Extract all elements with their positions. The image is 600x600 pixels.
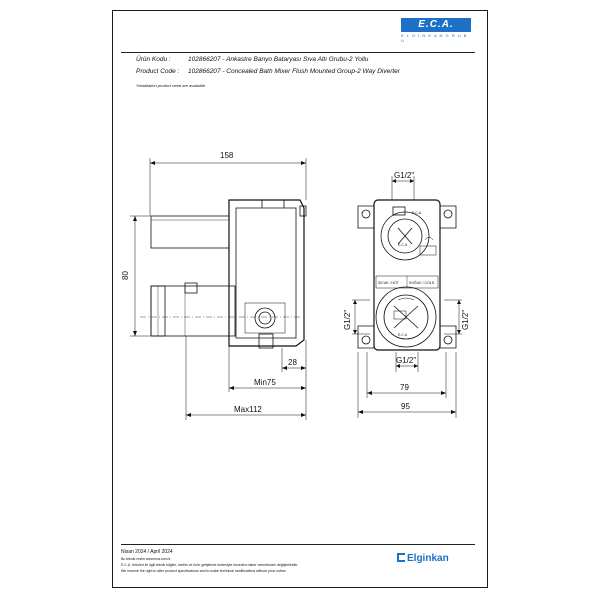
dim-max112: Max112 [234,405,262,414]
footer-line-1: Bu teknik resim www.eca.com.tr [121,557,171,561]
dim-width-158: 158 [220,151,234,160]
product-code-en-value: 102866207 - Concealed Bath Mixer Flush M… [188,68,400,75]
front-badge-bottom: E.C.A [398,333,408,337]
footer-line-2: E.C.A. ürünleri ile ilgili teknik bilgil… [121,563,299,567]
product-code-tr: Ürün Kodu : 102866207 - Ankastre Banyo Ba… [136,56,368,63]
dim-95: 95 [401,402,410,411]
eca-logo-mark: E.C.A. [401,18,471,32]
dim-g-right: G1/2" [461,310,470,330]
header-divider-top [121,52,475,53]
dim-min75: Min75 [254,378,276,387]
product-code-tr-value: 102866207 - Ankastre Banyo Bataryası Sıv… [188,56,369,63]
dim-28: 28 [288,358,297,367]
dim-g-left: G1/2" [343,310,352,330]
elginkan-e-icon [397,553,405,562]
front-label-soguk: SOĞUK / COLD [409,280,435,285]
drawing-sheet [112,10,488,588]
front-badge-mid: E.C.A [398,243,408,247]
dim-g-top: G1/2" [394,171,414,180]
footer-divider [121,544,475,545]
dim-height-80: 80 [121,271,130,280]
footer-date: Nisan 2024 / April 2024 [121,549,173,555]
product-code-en: Product Code : 102866207 - Concealed Bath… [136,68,400,75]
elginkan-logo: Elginkan [397,553,449,564]
dim-79: 79 [400,383,409,392]
product-note: *Installation product need are available… [136,83,207,88]
front-label-sicak: SICAK / HOT [378,281,400,285]
eca-logo: E.C.A. E L G İ N K A N G R U B U [401,18,471,43]
eca-logo-tagline: E L G İ N K A N G R U B U [401,33,468,43]
product-code-en-label: Product Code : [136,68,180,75]
elginkan-brand: Elginkan [407,553,449,564]
front-badge-top: E.C.A [412,211,422,215]
dim-g-bottom: G1/2" [396,356,416,365]
footer-line-3: We reserve the right to alter product sp… [121,569,287,573]
product-code-tr-label: Ürün Kodu : [136,56,171,63]
